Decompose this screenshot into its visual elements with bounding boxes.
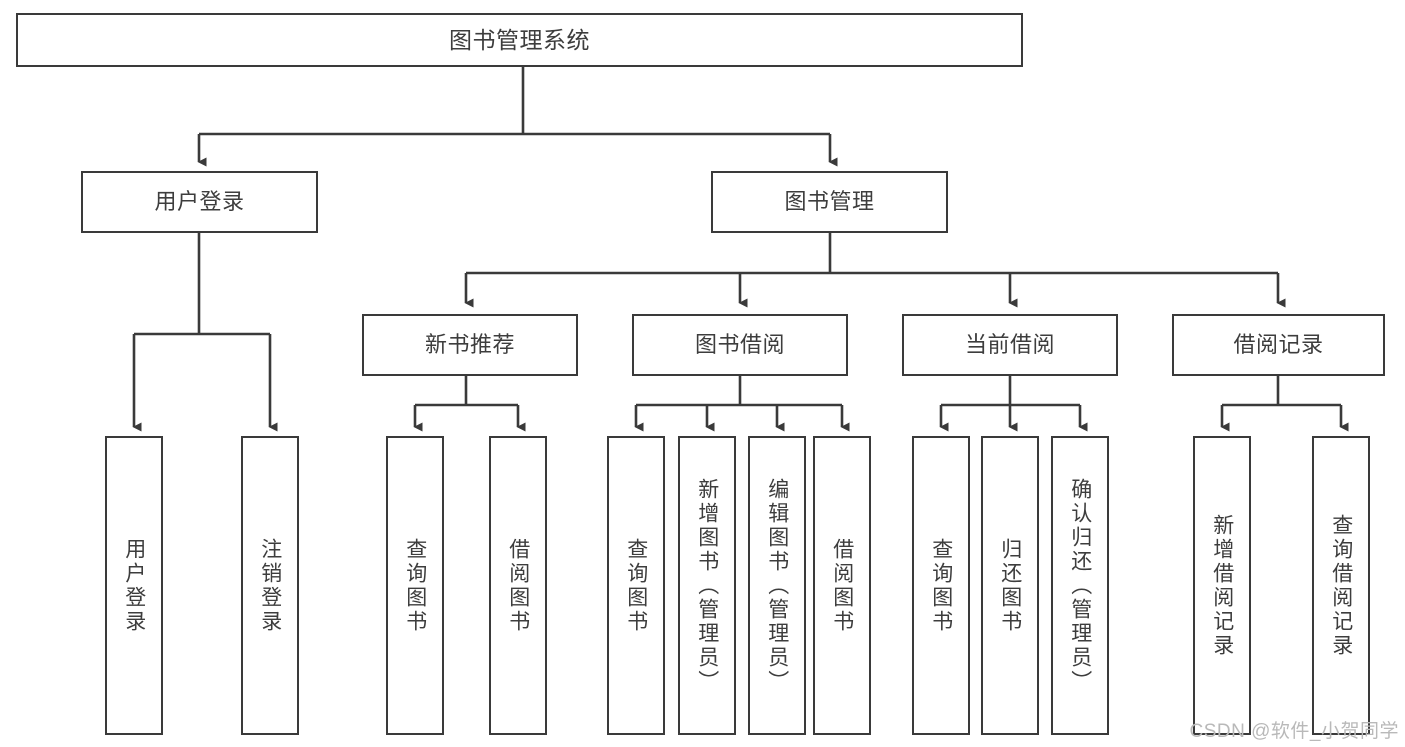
node-label: 查询图书: [929, 537, 953, 634]
leaf-borrow-borrow-book[interactable]: 借阅图书: [813, 436, 871, 735]
node-label: 图书管理系统: [449, 26, 590, 53]
leaf-record-add-record[interactable]: 新增借阅记录: [1193, 436, 1251, 735]
leaf-borrow-add-book[interactable]: 新增图书（管理员）: [678, 436, 736, 735]
node-label: 注销登录: [258, 537, 282, 634]
leaf-new-book-query[interactable]: 查询图书: [386, 436, 444, 735]
node-label: 用户登录: [154, 189, 245, 215]
node-label: 借阅记录: [1233, 332, 1324, 358]
leaf-current-return-book[interactable]: 归还图书: [981, 436, 1039, 735]
node-book-borrow[interactable]: 图书借阅: [632, 314, 848, 376]
node-root-library-system[interactable]: 图书管理系统: [16, 13, 1023, 67]
node-label: 确认归还（管理员）: [1068, 477, 1092, 694]
leaf-record-query-record[interactable]: 查询借阅记录: [1312, 436, 1370, 735]
node-label: 归还图书: [998, 537, 1022, 634]
leaf-user-login-login[interactable]: 用户登录: [105, 436, 163, 735]
node-label: 新增图书（管理员）: [695, 477, 719, 694]
leaf-current-confirm-return[interactable]: 确认归还（管理员）: [1051, 436, 1109, 735]
node-label: 查询图书: [624, 537, 648, 634]
node-label: 查询图书: [403, 537, 427, 634]
node-book-management[interactable]: 图书管理: [711, 171, 948, 233]
node-label: 借阅图书: [506, 537, 530, 634]
node-new-book-recommend[interactable]: 新书推荐: [362, 314, 578, 376]
node-user-login[interactable]: 用户登录: [81, 171, 318, 233]
leaf-current-query-book[interactable]: 查询图书: [912, 436, 970, 735]
leaf-user-login-logout[interactable]: 注销登录: [241, 436, 299, 735]
node-label: 借阅图书: [830, 537, 854, 634]
node-label: 新书推荐: [424, 332, 515, 358]
node-label: 查询借阅记录: [1329, 513, 1353, 658]
node-label: 图书管理: [784, 189, 875, 215]
node-label: 新增借阅记录: [1210, 513, 1234, 658]
leaf-borrow-query-book[interactable]: 查询图书: [607, 436, 665, 735]
node-label: 用户登录: [122, 537, 146, 634]
node-label: 图书借阅: [694, 332, 785, 358]
node-borrow-record[interactable]: 借阅记录: [1172, 314, 1385, 376]
node-label: 当前借阅: [964, 332, 1055, 358]
node-current-borrow[interactable]: 当前借阅: [902, 314, 1118, 376]
node-label: 编辑图书（管理员）: [765, 477, 789, 694]
leaf-borrow-edit-book[interactable]: 编辑图书（管理员）: [748, 436, 806, 735]
leaf-new-book-borrow[interactable]: 借阅图书: [489, 436, 547, 735]
